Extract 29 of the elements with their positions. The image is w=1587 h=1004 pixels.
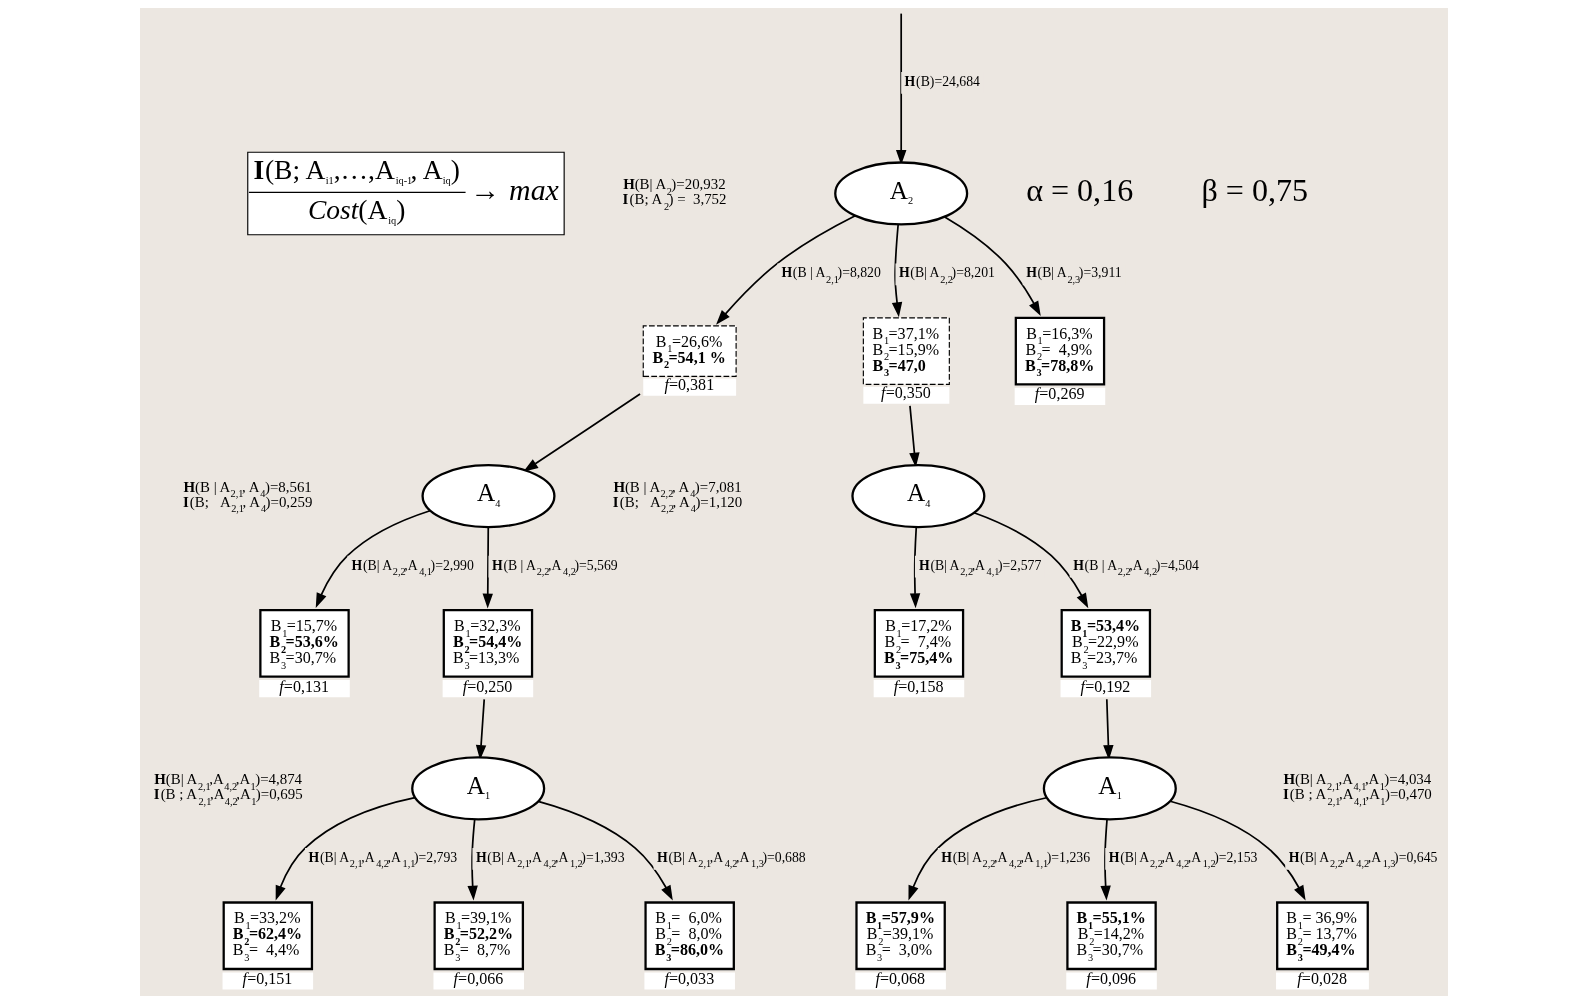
edge-label: H(B | A$_{2,2}$,A$_{4,2}$)=5,569 xyxy=(491,557,618,578)
node-label: f=0,068 xyxy=(874,970,925,988)
edge-label: H(B)=24,684 xyxy=(904,73,980,89)
edge-label: H(B| A$_{2,3}$)=3,911 xyxy=(1025,265,1122,285)
node-label: f=0,028 xyxy=(1296,970,1347,988)
label: α = 0,16 xyxy=(1025,172,1133,209)
edge-label: H(B| A$_{2,1}$,A$_{4,2}$,A$_{1,1}$)=2,793 xyxy=(308,849,457,870)
node-label: f=0,096 xyxy=(1085,970,1136,988)
node-label: f=0,350 xyxy=(880,384,931,402)
node-label: f=0,151 xyxy=(242,970,292,988)
node-label: f=0,381 xyxy=(663,376,714,394)
node-label: f=0,131 xyxy=(278,677,329,695)
edge-label: H(B| A$_{2,2}$,A$_{4,1}$)=2,577 xyxy=(918,557,1041,578)
edge-label: H(B| A$_{2,1}$,A$_{4,2}$,A$_{1,2}$)=1,393 xyxy=(475,849,625,870)
edge-label: H(B | A$_{2,2}$,A$_{4,2}$)=4,504 xyxy=(1072,557,1199,578)
label: β = 0,75 xyxy=(1201,172,1308,209)
edge-label: H(B| A$_{2,1}$,A$_{4,2}$,A$_{1,3}$)=0,688 xyxy=(656,849,806,870)
node-label: f=0,158 xyxy=(893,677,943,695)
node-label: f=0,192 xyxy=(1080,677,1130,695)
node-label: f=0,250 xyxy=(462,677,512,695)
edge-label: H(B| A$_{2,2}$,A$_{4,1}$)=2,990 xyxy=(351,557,474,578)
node-label: f=0,066 xyxy=(453,970,503,988)
edge-label: H(B| A$_{2,2}$,A$_{4,2}$,A$_{1,1}$)=1,236 xyxy=(940,849,1090,870)
node-label: f=0,269 xyxy=(1034,385,1084,403)
edge-label: H(B| A$_{2,2}$)=8,201 xyxy=(898,265,995,285)
edge-label: H(B | A$_{2,1}$)=8,820 xyxy=(780,265,881,285)
node-label: f=0,033 xyxy=(663,970,714,988)
edge-label: H(B| A$_{2,2}$,A$_{4,2}$,A$_{1,3}$)=0,645 xyxy=(1288,849,1437,870)
edge-label: H(B| A$_{2,2}$,A$_{4,2}$,A$_{1,2}$)=2,153 xyxy=(1108,849,1257,870)
